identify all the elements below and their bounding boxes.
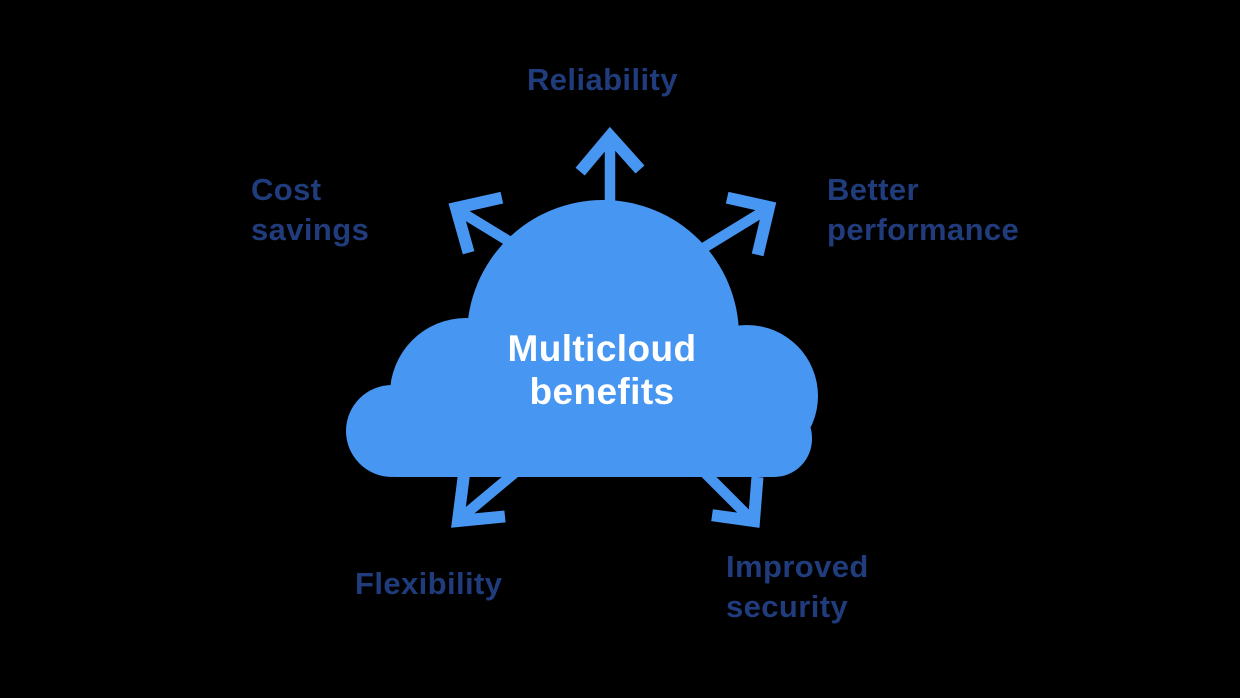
benefit-label-improved-security: Improved security bbox=[726, 549, 869, 624]
benefit-label-flexibility: Flexibility bbox=[355, 566, 503, 601]
arrow-down-right-icon bbox=[691, 459, 764, 528]
cloud-base bbox=[360, 400, 812, 477]
arrow-up-left-icon bbox=[448, 191, 528, 256]
benefit-label-reliability: Reliability bbox=[527, 62, 678, 97]
benefit-label-cost-savings: Cost savings bbox=[251, 172, 370, 247]
arrow-up-icon bbox=[575, 126, 645, 214]
arrow-down-left-icon bbox=[451, 458, 531, 528]
cloud-icon bbox=[346, 200, 818, 477]
arrow-up-right-icon bbox=[689, 191, 777, 260]
diagram-center-label: Multicloud benefits bbox=[507, 328, 697, 412]
benefit-label-better-performance: Better performance bbox=[827, 172, 1020, 247]
